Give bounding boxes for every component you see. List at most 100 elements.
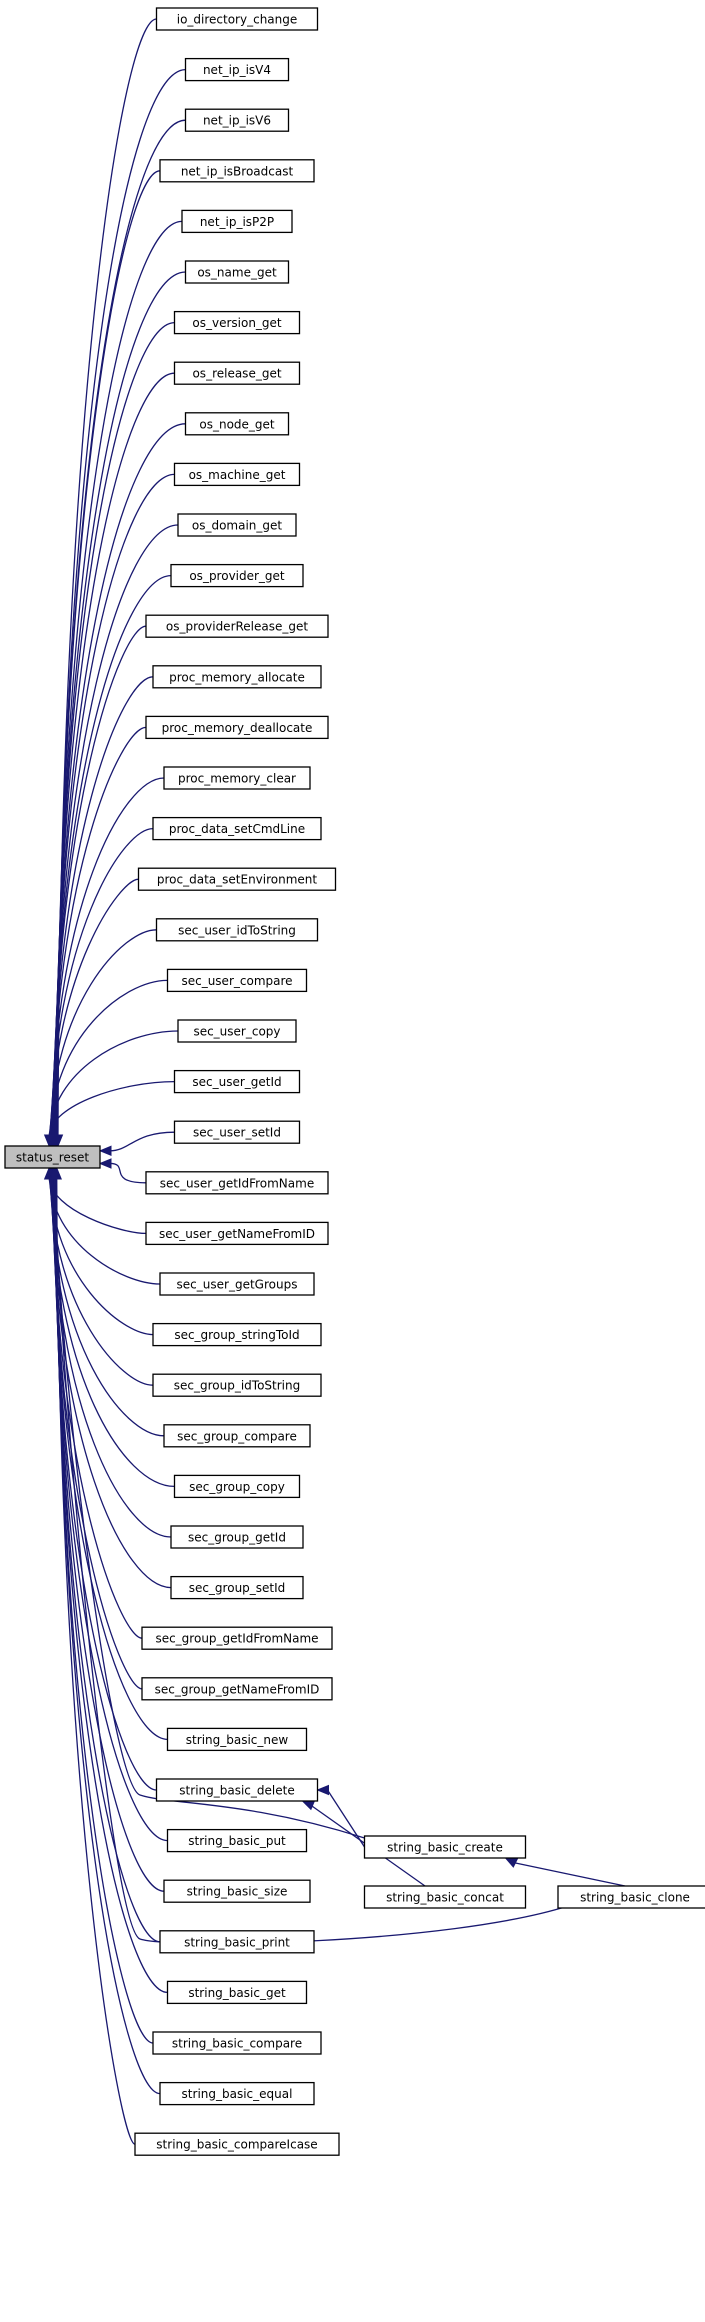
node-os-version-get[interactable]: os_version_get (173, 310, 301, 335)
node-box (155, 1778, 319, 1802)
node-sec-group-stringtoid[interactable]: sec_group_stringToId (152, 1322, 322, 1347)
node-string-basic-compareicase[interactable]: string_basic_compareIcase (134, 2132, 340, 2156)
node-proc-memory-clear[interactable]: proc_memory_clear (163, 766, 311, 790)
edge-n17-to-root (50, 827, 154, 1137)
node-os-release-get[interactable]: os_release_get (173, 361, 301, 385)
edge-n40-to-root (54, 1177, 168, 1994)
edge-n36-to-root (53, 1177, 157, 1791)
node-label: string_basic_put (188, 1834, 286, 1848)
edge-n23-arrowhead (98, 1145, 112, 1157)
node-label: string_basic_compare (172, 2037, 302, 2051)
node-os-provider-get[interactable]: os_provider_get (170, 563, 304, 588)
node-string-basic-compare[interactable]: string_basic_compare (152, 2031, 322, 2055)
node-label: sec_group_setId (189, 1581, 286, 1595)
node-label: proc_data_setEnvironment (157, 873, 318, 887)
node-sec-user-idtostring[interactable]: sec_user_idToString (155, 918, 319, 942)
node-sec-group-setid[interactable]: sec_group_setId (170, 1575, 304, 1600)
node-box (184, 412, 290, 436)
node-box (134, 2132, 340, 2156)
node-proc-memory-allocate[interactable]: proc_memory_allocate (152, 665, 322, 689)
node-box (181, 209, 293, 234)
node-label: sec_user_copy (193, 1025, 280, 1039)
node-label: net_ip_isV4 (203, 63, 271, 77)
node-box (363, 1835, 527, 1859)
node-sec-user-compare[interactable]: sec_user_compare (166, 968, 308, 993)
node-string-basic-size[interactable]: string_basic_size (163, 1879, 311, 1903)
edge-n1-to-root (57, 18, 157, 1137)
node-proc-data-setcmdline[interactable]: proc_data_setCmdLine (152, 816, 322, 841)
node-string-basic-delete[interactable]: string_basic_delete (155, 1778, 319, 1802)
node-label: string_basic_equal (182, 2087, 293, 2101)
node-status-reset[interactable]: status_reset (4, 1145, 101, 1169)
node-label: proc_data_setCmdLine (169, 822, 305, 836)
node-label: net_ip_isP2P (200, 215, 274, 229)
edge-s3-to-s1-arrowhead (504, 1857, 519, 1868)
node-box (184, 57, 290, 82)
node-sec-group-getid[interactable]: sec_group_getId (170, 1525, 304, 1549)
node-box (166, 1828, 308, 1853)
node-box (141, 1626, 333, 1650)
node-label: sec_user_compare (181, 974, 292, 988)
node-box (163, 1424, 311, 1448)
node-string-basic-print[interactable]: string_basic_print (159, 1930, 315, 1954)
node-box (152, 665, 322, 689)
node-label: sec_group_getNameFromID (155, 1682, 320, 1696)
node-label: sec_group_getIdFromName (155, 1632, 318, 1646)
node-label: sec_group_copy (189, 1480, 285, 1494)
node-net-ip-isv4[interactable]: net_ip_isV4 (184, 57, 290, 82)
node-label: os_domain_get (192, 519, 283, 533)
node-os-node-get[interactable]: os_node_get (184, 412, 290, 436)
nodes-layer: status_reset io_directory_change net_ip_is… (4, 7, 705, 2156)
node-label: string_basic_clone (580, 1891, 690, 1905)
node-sec-user-setid[interactable]: sec_user_setId (173, 1120, 301, 1144)
node-box (145, 1221, 329, 1246)
node-string-basic-create[interactable]: string_basic_create (363, 1835, 527, 1859)
edge-s2-to-n36-arrowhead (301, 1800, 316, 1811)
node-string-basic-concat[interactable]: string_basic_concat (363, 1885, 527, 1909)
node-sec-group-idtostring[interactable]: sec_group_idToString (152, 1373, 322, 1397)
node-proc-data-setenvironment[interactable]: proc_data_setEnvironment (137, 867, 337, 891)
node-label: sec_group_getId (188, 1531, 286, 1545)
node-label: sec_user_setId (193, 1126, 281, 1140)
node-string-basic-equal[interactable]: string_basic_equal (159, 2081, 315, 2106)
node-box (170, 1575, 304, 1600)
node-net-ip-isbroadcast[interactable]: net_ip_isBroadcast (159, 159, 315, 183)
node-os-providerrelease-get[interactable]: os_providerRelease_get (145, 614, 329, 638)
node-string-basic-get[interactable]: string_basic_get (166, 1980, 308, 2005)
node-sec-user-copy[interactable]: sec_user_copy (177, 1019, 297, 1043)
edge-n26-to-root (48, 1177, 161, 1285)
node-box (173, 310, 301, 335)
node-string-basic-new[interactable]: string_basic_new (166, 1727, 308, 1752)
node-label: os_release_get (192, 367, 281, 381)
node-box (159, 1272, 315, 1296)
node-sec-group-getidfromname[interactable]: sec_group_getIdFromName (141, 1626, 333, 1650)
edge-n10-to-root (53, 473, 175, 1137)
edge-s3-to-s1 (515, 1862, 626, 1887)
edge-n22-arrowhead (43, 1134, 55, 1148)
edge-n24-arrowhead (98, 1158, 112, 1169)
node-sec-user-getgroups[interactable]: sec_user_getGroups (159, 1272, 315, 1296)
node-string-basic-clone[interactable]: string_basic_clone (557, 1885, 705, 1909)
node-string-basic-put[interactable]: string_basic_put (166, 1828, 308, 1853)
node-sec-user-getid[interactable]: sec_user_getId (173, 1069, 301, 1094)
node-io-directory-change[interactable]: io_directory_change (155, 7, 319, 31)
node-proc-memory-deallocate[interactable]: proc_memory_deallocate (145, 715, 329, 740)
node-sec-group-compare[interactable]: sec_group_compare (163, 1424, 311, 1448)
node-net-ip-isv6[interactable]: net_ip_isV6 (184, 108, 290, 132)
node-os-name-get[interactable]: os_name_get (184, 260, 290, 284)
node-sec-group-copy[interactable]: sec_group_copy (173, 1474, 301, 1499)
node-box (159, 1930, 315, 1954)
node-label: status_reset (16, 1151, 90, 1165)
node-box (557, 1885, 705, 1909)
node-box (4, 1145, 101, 1169)
node-label: string_basic_size (187, 1885, 288, 1899)
node-os-machine-get[interactable]: os_machine_get (173, 462, 301, 487)
node-label: net_ip_isV6 (203, 114, 271, 128)
node-net-ip-isp2p[interactable]: net_ip_isP2P (181, 209, 293, 234)
node-sec-user-getidfromname[interactable]: sec_user_getIdFromName (145, 1171, 329, 1195)
node-sec-user-getnamefromid[interactable]: sec_user_getNameFromID (145, 1221, 329, 1246)
node-box (152, 2031, 322, 2055)
node-os-domain-get[interactable]: os_domain_get (177, 513, 297, 537)
node-sec-group-getnamefromid[interactable]: sec_group_getNameFromID (141, 1677, 333, 1701)
